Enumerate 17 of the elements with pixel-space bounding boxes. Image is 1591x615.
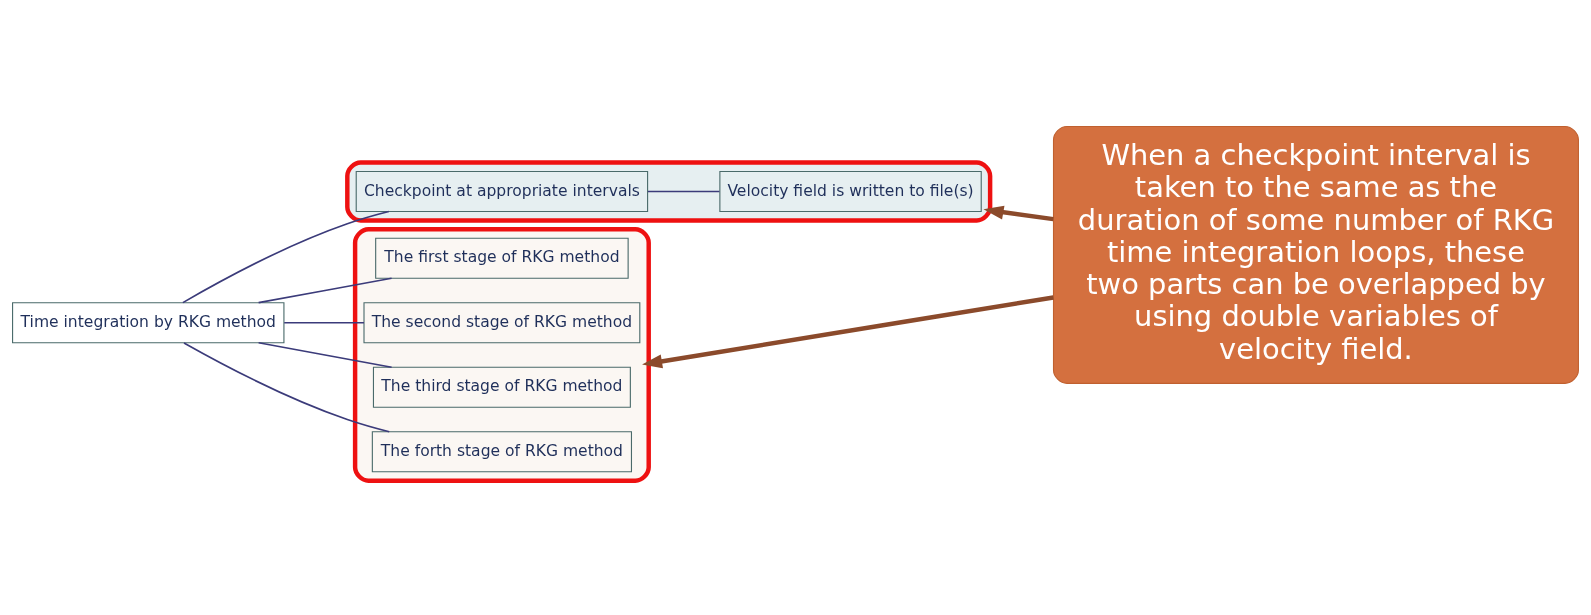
cluster xyxy=(352,226,651,483)
connector xyxy=(183,341,391,433)
connector xyxy=(257,341,393,368)
cluster xyxy=(345,159,993,223)
node-box: The third stage of RKG method xyxy=(372,366,631,408)
arrow xyxy=(642,294,1054,368)
node-box: Time integration by RKG method xyxy=(12,301,285,343)
node-box: The forth stage of RKG method xyxy=(371,430,632,472)
arrow xyxy=(983,205,1054,221)
connector xyxy=(647,190,721,192)
node-box: The first stage of RKG method xyxy=(375,237,629,279)
node-box: When a checkpoint interval is taken to the same as the duration of some number of RKG time integration loops, these two parts can be overlapped by using double variables of velocity field. xyxy=(1052,125,1579,384)
connector xyxy=(283,321,365,324)
node-box: Velocity field is written to file(s) xyxy=(719,170,982,212)
node-box: Checkpoint at appropriate intervals xyxy=(355,170,649,212)
connector xyxy=(257,276,393,303)
node-box: The second stage of RKG method xyxy=(363,301,641,343)
